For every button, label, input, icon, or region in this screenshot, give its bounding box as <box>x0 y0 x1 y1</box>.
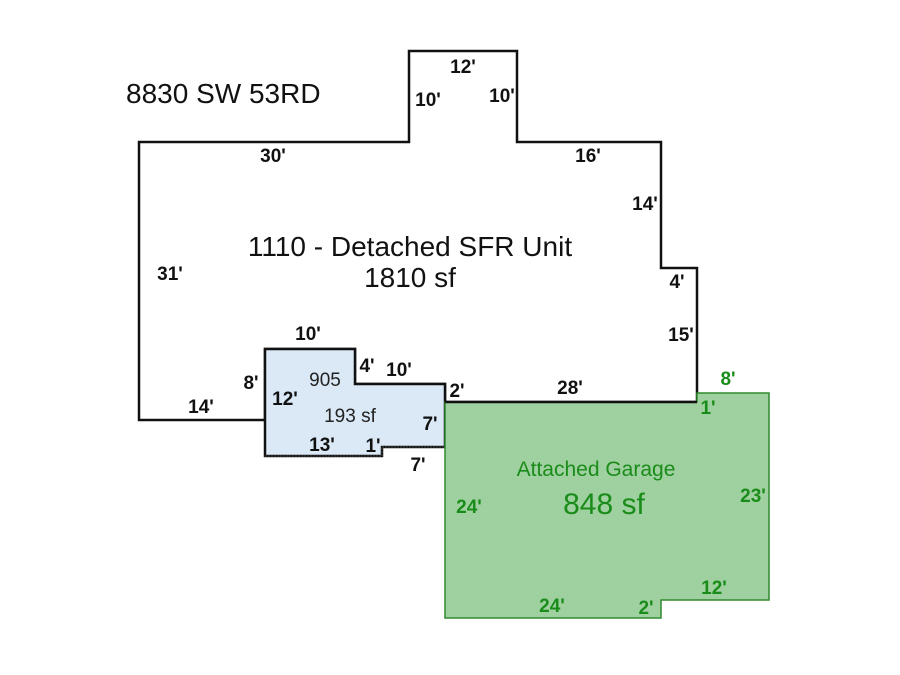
dimension-addition-bottom-right: 7' <box>410 455 425 476</box>
dimension-garage-left: 24' <box>456 497 482 518</box>
garage-area-label: 848 sf <box>563 488 645 521</box>
dimension-main-right-lower: 15' <box>668 325 694 346</box>
dimension-garage-top-notch: 1' <box>700 398 715 419</box>
dimension-addition-right: 7' <box>422 414 437 435</box>
dimension-garage-bottom-step: 2' <box>638 598 653 619</box>
dimension-main-bottom-mid: 28' <box>557 378 583 399</box>
dimension-addition-left: 8' <box>243 373 258 394</box>
dimension-main-top-right: 16' <box>575 146 601 167</box>
dimension-main-bump-left: 10' <box>415 90 441 111</box>
addition-bottom-edge <box>265 446 445 457</box>
garage-code-label: Attached Garage <box>517 458 676 481</box>
garage-area <box>444 392 770 619</box>
dimension-addition-left-inner: 12' <box>272 389 298 410</box>
dimension-main-right-step: 4' <box>669 272 684 293</box>
dimension-main-right-upper: 14' <box>632 194 658 215</box>
dimension-main-bump-right: 10' <box>489 86 515 107</box>
dimension-addition-step-down: 4' <box>359 356 374 377</box>
dimension-main-top-bump: 12' <box>450 57 476 78</box>
dimension-garage-top-right: 8' <box>720 369 735 390</box>
dimension-garage-bottom-right: 12' <box>701 578 727 599</box>
dimension-garage-bottom: 24' <box>539 596 565 617</box>
addition-area-label: 193 sf <box>324 406 376 427</box>
main-area-code-label: 1110 - Detached SFR Unit <box>248 231 572 262</box>
dimension-garage-right: 23' <box>740 486 766 507</box>
dimension-addition-step-across: 10' <box>386 360 412 381</box>
dimension-addition-bottom: 13' <box>309 435 335 456</box>
addition-code-label: 905 <box>309 370 341 391</box>
dimension-main-bottom-left: 14' <box>188 397 214 418</box>
dimension-addition-right-top: 2' <box>449 381 464 402</box>
dimension-main-top-left: 30' <box>260 146 286 167</box>
dimension-main-left: 31' <box>157 264 183 285</box>
property-address: 8830 SW 53RD <box>126 78 321 109</box>
dimension-addition-top: 10' <box>295 324 321 345</box>
dimension-addition-bottom-step: 1' <box>365 436 380 457</box>
main-area-size-label: 1810 sf <box>364 262 456 293</box>
